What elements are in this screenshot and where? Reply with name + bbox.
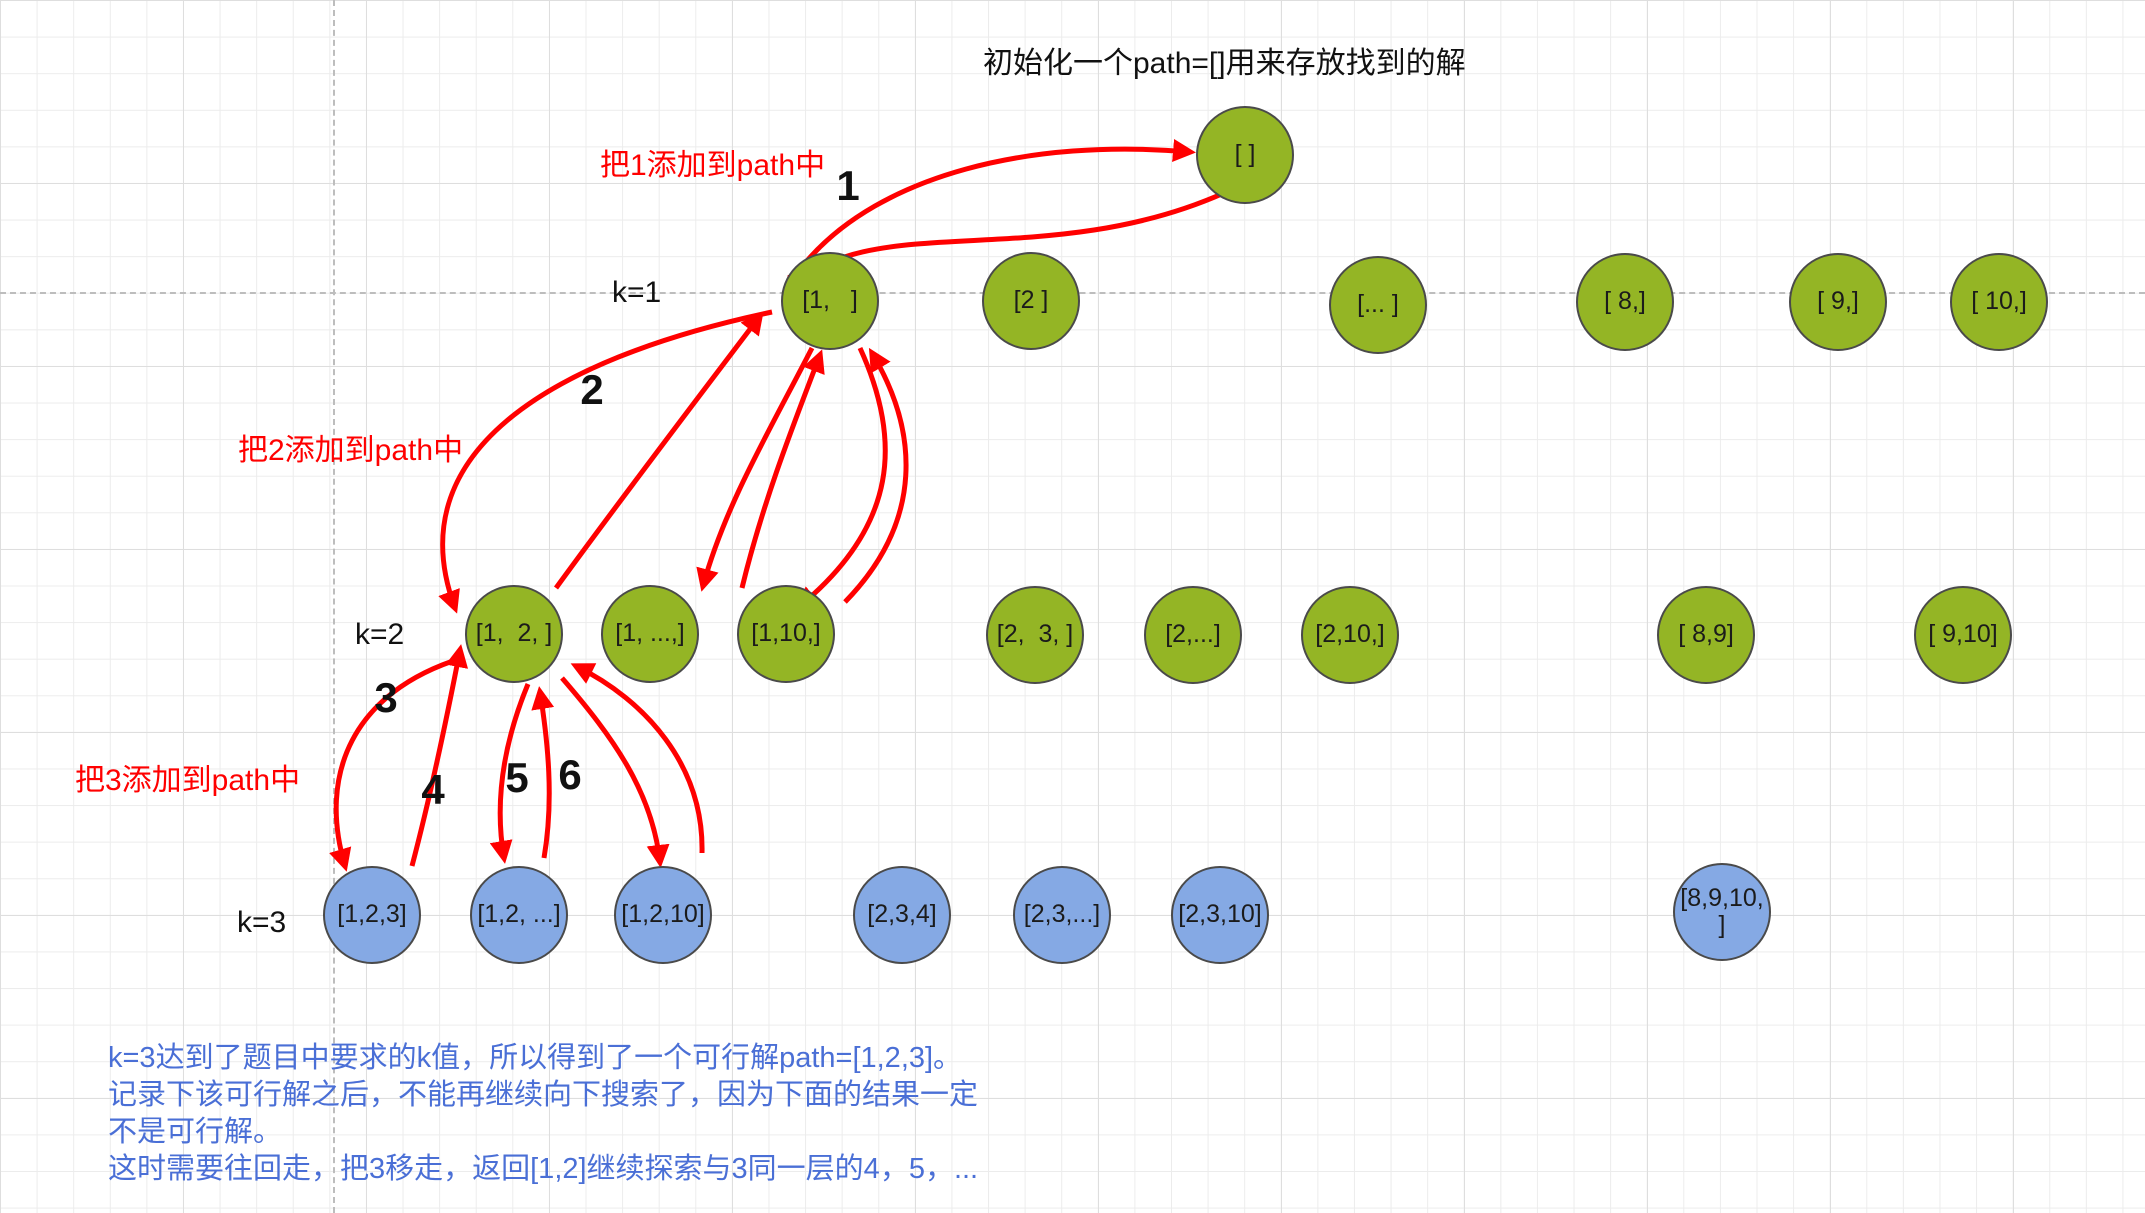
step-number-label: 4 [421,766,445,813]
edge-arrow-ascend-1dots-to-1 [739,349,825,589]
annotation-text: 把2添加到path中 [238,434,464,467]
note-paragraph: k=3达到了题目中要求的k值，所以得到了一个可行解path=[1,2,3]。 记… [108,1040,978,1188]
tree-node-k3[interactable]: [1,2,3] [323,866,421,964]
edge-arrow-ascend-to-root [804,139,1196,264]
tree-node-k2[interactable]: [2,10,] [1301,586,1399,684]
note-line: k=3达到了题目中要求的k值，所以得到了一个可行解path=[1,2,3]。 [108,1042,963,1074]
edge-arrow-descend-1-to-1dots [696,346,815,592]
tree-node-k2[interactable]: [1,10,] [737,585,835,683]
tree-node-k3[interactable]: [2,3,10] [1171,866,1269,964]
tree-node-k3[interactable]: [1,2, ...] [470,866,568,964]
tree-node-k2[interactable]: [1, 2, ] [465,585,563,683]
tree-node-k2[interactable]: [2, 3, ] [986,586,1084,684]
level-label: k=3 [237,906,287,939]
step-number-label: 2 [580,366,604,413]
edge-arrow-descend-12-to-123 [329,655,463,872]
edge-arrow-ascend-1210-to-12 [570,663,705,854]
tree-node-k2[interactable]: [ 8,9] [1657,586,1755,684]
annotation-text: 把3添加到path中 [75,764,301,797]
tree-node-k2[interactable]: [ 9,10] [1914,586,2012,684]
edge-arrow-ascend-123-to-12 [409,644,469,867]
step-number-label: 6 [558,751,582,798]
step-number-label: 1 [836,162,860,209]
edge-arrow-descend-1-to-12 [438,309,773,614]
edge-arrow-ascend-110-to-1 [843,347,909,604]
tree-node-k1[interactable]: [2 ] [982,252,1080,350]
level-label: k=1 [612,276,662,309]
step-number-label: 3 [374,674,398,721]
level-label: k=2 [355,618,405,651]
note-line: 这时需要往回走，把3移走，返回[1,2]继续探索与3同一层的4，5，... [108,1153,979,1185]
tree-node-k3[interactable]: [8,9,10, ] [1673,863,1771,961]
tree-node-k1[interactable]: [1, ] [781,252,879,350]
edge-arrow-descend-1-to-110 [795,346,888,610]
tree-node-k3[interactable]: [2,3,4] [853,866,951,964]
node-root[interactable]: [ ] [1196,106,1294,204]
tree-node-k2[interactable]: [1, ...,] [601,585,699,683]
tree-node-k1[interactable]: [... ] [1329,256,1427,354]
tree-node-k2[interactable]: [2,...] [1144,586,1242,684]
init-path-caption: 初始化一个path=[]用来存放找到的解 [983,47,1466,80]
edge-arrow-ascend-12dots-to-12 [531,686,555,859]
tree-node-k3[interactable]: [1,2,10] [614,866,712,964]
tree-node-k3[interactable]: [2,3,...] [1013,866,1111,964]
tree-node-k1[interactable]: [ 8,] [1576,253,1674,351]
page-guide-vertical [333,0,335,1213]
note-line: 记录下该可行解之后，不能再继续向下搜索了，因为下面的结果一定 [108,1079,979,1111]
note-line: 不是可行解。 [108,1116,283,1148]
annotation-text: 把1添加到path中 [600,149,826,182]
tree-node-k1[interactable]: [ 10,] [1950,253,2048,351]
edge-arrow-ascend-12-to-1 [553,311,764,590]
step-number-label: 5 [505,754,529,801]
tree-node-k1[interactable]: [ 9,] [1789,253,1887,351]
